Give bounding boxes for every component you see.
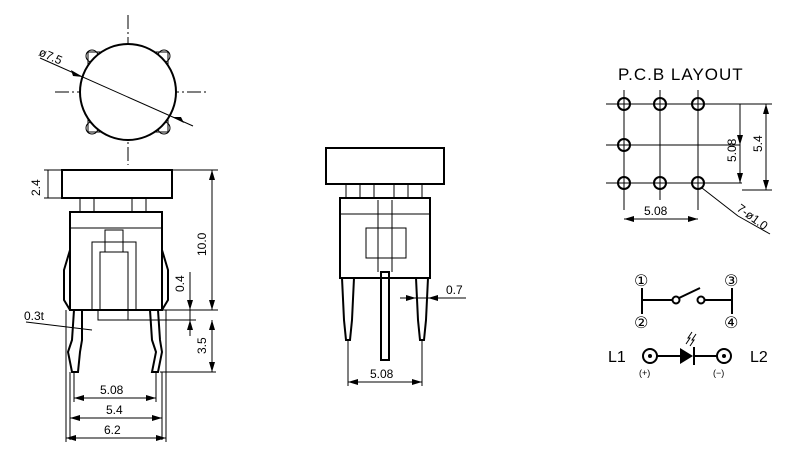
side-body xyxy=(339,197,431,279)
pcb-hole xyxy=(653,176,667,190)
front-stem xyxy=(131,197,147,213)
side-view: 0.7 5.08 xyxy=(325,147,466,386)
arrow-head xyxy=(66,435,76,441)
arrow-head xyxy=(209,300,215,310)
side-terminal-right xyxy=(415,277,429,341)
pcb-hole xyxy=(691,97,705,111)
arrow-head xyxy=(348,379,358,385)
led-terminal-dot xyxy=(722,354,726,358)
arrow-head xyxy=(152,415,162,421)
side-led-pin xyxy=(380,271,390,361)
arrow-head xyxy=(737,173,743,183)
led-light-arrow-icon xyxy=(685,331,693,345)
gap-label: 0.4 xyxy=(173,275,187,292)
plus-sign-label: (+) xyxy=(639,368,650,378)
pcb-hole xyxy=(617,176,631,190)
pin-4-label: ④ xyxy=(724,315,738,332)
pcb-hole xyxy=(653,97,667,111)
top-view-cap xyxy=(79,43,177,141)
arrow-head xyxy=(624,216,634,222)
arrow-head xyxy=(146,395,156,401)
diameter-label: ø7.5 xyxy=(37,45,65,68)
front-cap xyxy=(61,169,173,199)
minus-sign-label: (−) xyxy=(713,368,724,378)
led-left-label: L1 xyxy=(608,349,626,366)
outer-width-label: 6.2 xyxy=(104,423,121,437)
arrow-head xyxy=(74,395,84,401)
pcb-vertical-pitch-label: 5.08 xyxy=(725,138,739,162)
front-window-inner xyxy=(99,251,129,311)
front-body xyxy=(69,211,163,311)
thickness-label: 0.3t xyxy=(24,309,45,323)
front-clip-right xyxy=(161,249,169,311)
front-base-step xyxy=(97,309,129,321)
led-terminal-dot xyxy=(648,354,652,358)
side-cap xyxy=(325,147,445,185)
side-pitch-label: 5.08 xyxy=(370,367,394,381)
side-stem xyxy=(373,183,395,199)
pcb-vertical-span-label: 5.4 xyxy=(751,135,765,152)
switch-contact xyxy=(671,295,681,305)
side-stem xyxy=(345,183,361,199)
diameter-leader xyxy=(39,57,194,127)
pin-3-label: ③ xyxy=(724,273,738,290)
front-terminal-right xyxy=(149,309,164,373)
pcb-layout: P.C.B LAYOUT 5.08 5.4 5.08 7- xyxy=(606,65,772,235)
arrow-head xyxy=(428,295,438,301)
arrow-head xyxy=(70,415,80,421)
led-diode-icon xyxy=(680,348,693,364)
hole-note-leader xyxy=(737,215,771,235)
pin-length-label: 3.5 xyxy=(195,337,209,354)
arrow-head xyxy=(209,170,215,180)
arrow-head xyxy=(688,216,698,222)
led-light-arrow-icon xyxy=(689,333,697,347)
cap-height-label: 2.4 xyxy=(29,179,43,196)
pcb-hole xyxy=(617,138,631,152)
switch-contact xyxy=(696,295,706,305)
front-plunger xyxy=(104,229,124,253)
inner-width-label: 5.4 xyxy=(106,403,123,417)
arrow-head xyxy=(71,70,83,77)
pitch-label: 5.08 xyxy=(100,383,124,397)
arrow-head xyxy=(737,135,743,145)
side-window xyxy=(365,227,407,259)
led-right-label: L2 xyxy=(750,349,768,366)
front-terminal-left xyxy=(66,309,83,373)
hole-note-leader xyxy=(701,187,739,217)
arrow-head xyxy=(209,320,215,330)
schematic: ① ② ③ ④ L1 L2 (+) (−) xyxy=(608,273,768,378)
side-terminal-left xyxy=(341,277,355,341)
arrow-head xyxy=(156,435,166,441)
pin-1-label: ① xyxy=(634,273,648,290)
arrow-head xyxy=(187,300,193,310)
switch-lever xyxy=(678,287,701,299)
arrow-head xyxy=(412,379,422,385)
total-height-label: 10.0 xyxy=(195,232,209,256)
top-view: ø7.5 xyxy=(37,15,208,165)
front-clip-left xyxy=(63,249,71,311)
arrow-head xyxy=(763,104,769,114)
front-view: 0.3t 2.4 10.0 0.4 3.5 xyxy=(24,169,218,442)
pcb-horizontal-pitch-label: 5.08 xyxy=(644,204,668,218)
arrow-head xyxy=(763,180,769,190)
pin-width-label: 0.7 xyxy=(446,283,463,297)
side-stem xyxy=(407,183,423,199)
pin-2-label: ② xyxy=(634,315,648,332)
arrow-head xyxy=(172,117,184,123)
pcb-layout-title: P.C.B LAYOUT xyxy=(618,65,744,84)
pcb-hole xyxy=(617,97,631,111)
arrow-head xyxy=(406,295,416,301)
front-stem xyxy=(79,197,95,213)
arrow-head xyxy=(209,362,215,372)
pcb-hole xyxy=(691,176,705,190)
thickness-leader xyxy=(25,321,93,331)
